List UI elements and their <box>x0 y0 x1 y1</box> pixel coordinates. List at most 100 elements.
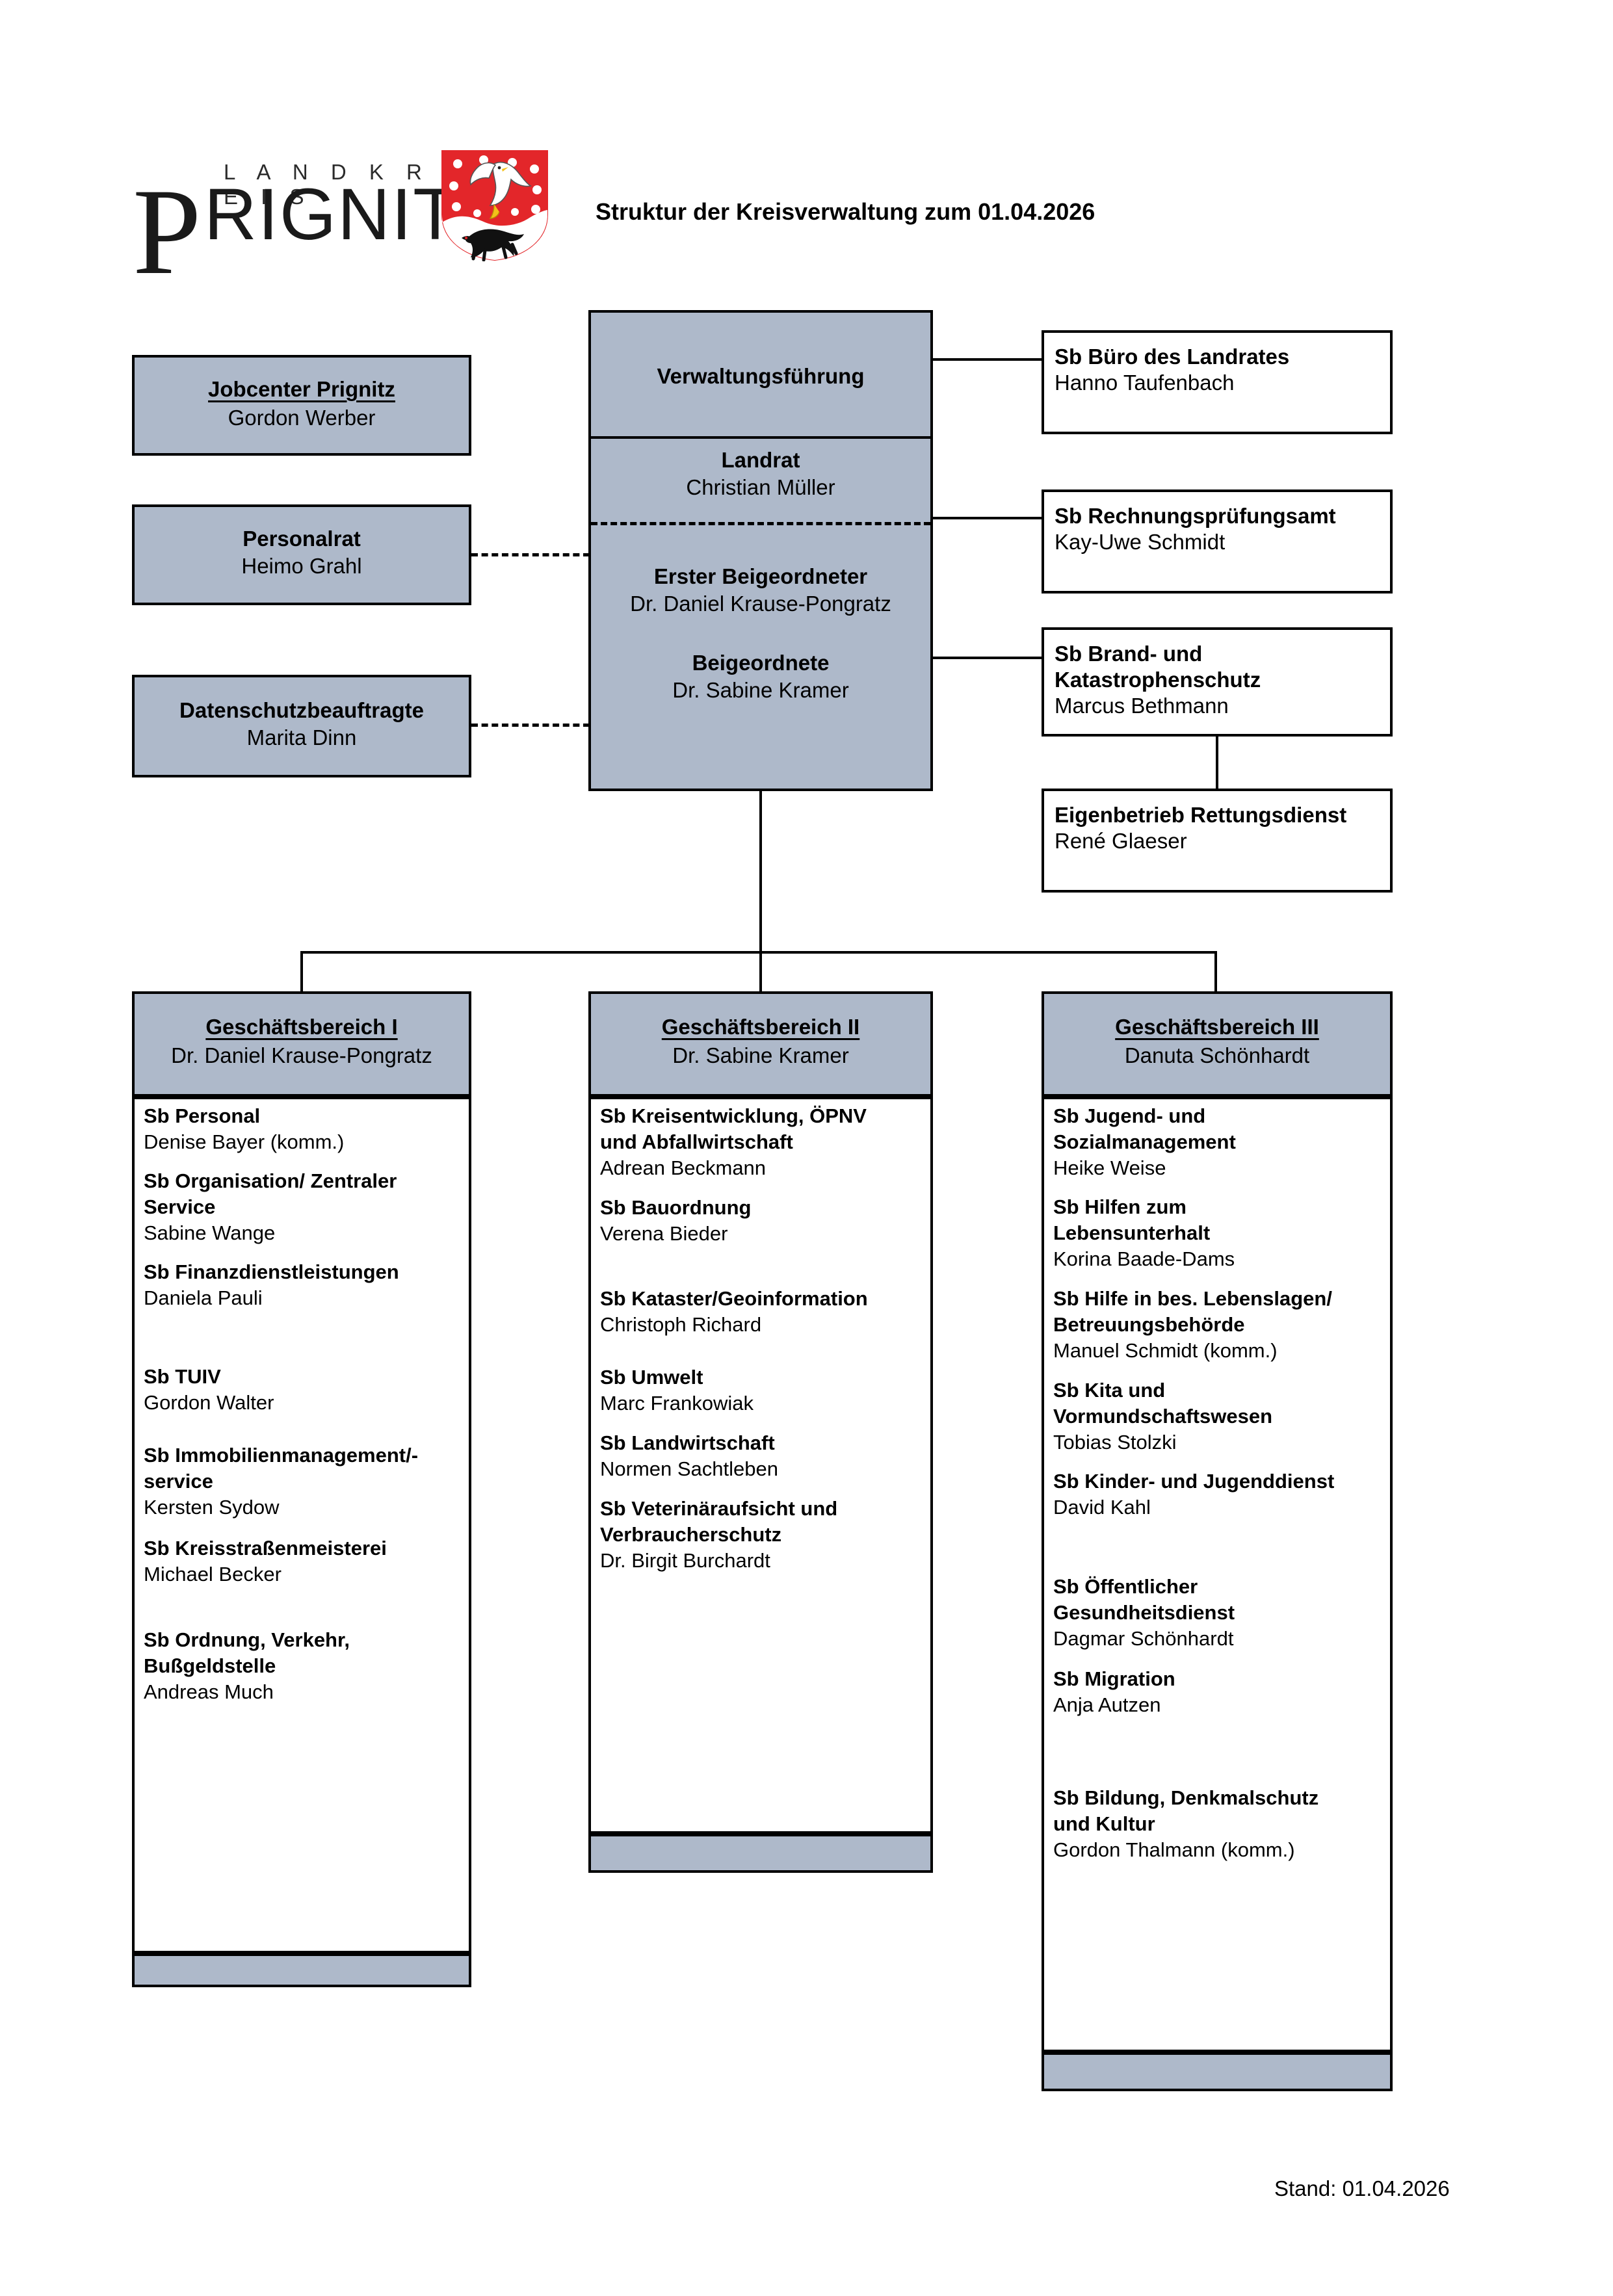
gb2-dep-4-title: Sb Landwirtschaft <box>600 1431 775 1454</box>
eigenbetrieb-title: Eigenbetrieb Rettungsdienst <box>1055 803 1347 827</box>
sb-brand-katastrophenschutz-box: Sb Brand- und Katastrophenschutz Marcus … <box>1042 627 1393 737</box>
geschaeftsbereich-iii-header: Geschäftsbereich III Danuta Schönhardt <box>1042 991 1393 1097</box>
gb3-dep-7-title1: Sb Bildung, Denkmalschutz <box>1053 1786 1319 1809</box>
page-title: Struktur der Kreisverwaltung zum 01.04.2… <box>596 198 1095 225</box>
gb1-dep-5-name: Michael Becker <box>144 1563 282 1585</box>
gb3-dep-3-title2: Vormundschaftswesen <box>1053 1405 1273 1428</box>
gb2-dep-3-name: Marc Frankowiak <box>600 1392 754 1415</box>
gb1-dep-0-name: Denise Bayer (komm.) <box>144 1130 345 1153</box>
stand-date: Stand: 01.04.2026 <box>1274 2176 1450 2200</box>
connector-personalrat-dashed <box>471 553 590 556</box>
gb2-dep-veterinaer: Sb Veterinäraufsicht und Verbraucherschu… <box>600 1496 924 1574</box>
gb1-dep-2-name: Daniela Pauli <box>144 1286 263 1309</box>
geschaeftsbereich-iii-footer <box>1042 2052 1393 2091</box>
center-entry-landrat: Landrat Christian Müller <box>591 447 930 501</box>
sb-brand-title-line1: Sb Brand- und <box>1055 642 1203 666</box>
geschaeftsbereich-ii-footer <box>588 1834 933 1873</box>
center-entry-beigeordnete: Beigeordnete Dr. Sabine Kramer <box>591 649 930 704</box>
gb2-dep-0-title2: und Abfallwirtschaft <box>600 1130 793 1153</box>
divider-solid <box>588 436 933 439</box>
prignitz-coat-of-arms-icon <box>441 150 548 261</box>
gb2-head-name-1: Dr. Sabine Kramer <box>672 1043 849 1067</box>
sb-buero-name: Hanno Taufenbach <box>1055 371 1235 395</box>
connector-brandschutz <box>932 657 1043 659</box>
connector-bus-to-gb1 <box>300 951 303 993</box>
gb1-dep-kreisstrassen: Sb Kreisstraßenmeisterei Michael Becker <box>144 1535 462 1587</box>
geschaeftsbereich-i-header: Geschäftsbereich I Dr. Daniel Krause-Pon… <box>132 991 471 1097</box>
connector-datenschutz-dashed <box>471 724 590 727</box>
connector-bus-to-gb2 <box>759 951 762 993</box>
geschaeftsbereich-iii-departments: Sb Jugend- und Sozialmanagement Heike We… <box>1042 1097 1393 2052</box>
gb3-dep-jugend-sozial: Sb Jugend- und Sozialmanagement Heike We… <box>1053 1103 1384 1181</box>
personalrat-title: Personalrat <box>243 527 361 551</box>
gb2-dep-1-name: Verena Bieder <box>600 1222 728 1245</box>
gb1-dep-6-name: Andreas Much <box>144 1680 274 1703</box>
connector-center-drop <box>759 790 762 954</box>
connector-buero <box>932 358 1043 361</box>
gb3-dep-2-title2: Betreuungsbehörde <box>1053 1313 1245 1336</box>
geschaeftsbereich-ii-header: Geschäftsbereich II Dr. Sabine Kramer Ch… <box>588 991 933 1122</box>
gb3-dep-7-name: Gordon Thalmann (komm.) <box>1053 1838 1295 1861</box>
gb1-dep-finanz: Sb Finanzdienstleistungen Daniela Pauli <box>144 1259 462 1311</box>
gb2-dep-0-title1: Sb Kreisentwicklung, ÖPNV <box>600 1104 867 1127</box>
gb3-dep-migration: Sb Migration Anja Autzen <box>1053 1666 1384 1718</box>
gb3-dep-1-name: Korina Baade-Dams <box>1053 1247 1235 1270</box>
gb3-dep-0-name: Heike Weise <box>1053 1156 1166 1179</box>
gb3-dep-5-title2: Gesundheitsdienst <box>1053 1601 1235 1624</box>
center-role-landrat: Landrat <box>721 448 800 472</box>
gb3-dep-0-title1: Sb Jugend- und <box>1053 1104 1206 1127</box>
gb1-dep-1-name: Sabine Wange <box>144 1221 276 1244</box>
geschaeftsbereich-i-footer <box>132 1953 471 1987</box>
gb2-dep-1-title: Sb Bauordnung <box>600 1196 752 1219</box>
gb3-dep-3-name: Tobias Stolzki <box>1053 1431 1177 1454</box>
jobcenter-name: Gordon Werber <box>228 406 376 430</box>
gb1-dep-3-title: Sb TUIV <box>144 1365 221 1388</box>
gb2-dep-4-name: Normen Sachtleben <box>600 1457 778 1480</box>
gb1-dep-4-name: Kersten Sydow <box>144 1496 280 1519</box>
gb2-dep-5-title2: Verbraucherschutz <box>600 1523 782 1546</box>
gb3-dep-kinder-jugenddienst: Sb Kinder- und Jugenddienst David Kahl <box>1053 1468 1384 1520</box>
gb3-dep-hilfe-lebenslagen: Sb Hilfe in bes. Lebenslagen/ Betreuungs… <box>1053 1286 1384 1364</box>
verwaltungsfuehrung-box: Verwaltungsführung Landrat Christian Mül… <box>588 310 933 791</box>
landkreis-prignitz-logo: P L A N D K R E I S RIGNITZ <box>127 148 583 294</box>
geschaeftsbereich-i-departments: Sb Personal Denise Bayer (komm.) Sb Orga… <box>132 1097 471 1953</box>
connector-rechnungspruefungsamt <box>932 517 1043 519</box>
gb1-dep-1-title1: Sb Organisation/ Zentraler <box>144 1169 397 1192</box>
gb3-dep-5-name: Dagmar Schönhardt <box>1053 1627 1234 1650</box>
geschaeftsbereich-ii-departments: Sb Kreisentwicklung, ÖPNV und Abfallwirt… <box>588 1097 933 1834</box>
eigenbetrieb-rettungsdienst-box: Eigenbetrieb Rettungsdienst René Glaeser <box>1042 789 1393 893</box>
connector-division-bus <box>300 951 1217 954</box>
gb3-dep-1-title2: Lebensunterhalt <box>1053 1221 1211 1244</box>
gb3-dep-4-title: Sb Kinder- und Jugenddienst <box>1053 1470 1335 1493</box>
gb1-title: Geschäftsbereich I <box>205 1015 398 1039</box>
gb1-dep-0-title: Sb Personal <box>144 1104 261 1127</box>
gb3-dep-1-title1: Sb Hilfen zum <box>1053 1195 1187 1218</box>
gb2-dep-5-title1: Sb Veterinäraufsicht und <box>600 1497 838 1520</box>
gb2-dep-2-title: Sb Kataster/Geoinformation <box>600 1287 868 1310</box>
datenschutzbeauftragte-name: Marita Dinn <box>246 725 357 750</box>
sb-brand-title-line2: Katastrophenschutz <box>1055 668 1261 692</box>
gb3-dep-2-name: Manuel Schmidt (komm.) <box>1053 1339 1278 1362</box>
gb2-dep-2-name: Christoph Richard <box>600 1313 762 1336</box>
center-role-beigeordnete: Beigeordnete <box>692 651 830 675</box>
gb3-dep-2-title1: Sb Hilfe in bes. Lebenslagen/ <box>1053 1287 1332 1310</box>
gb2-dep-5-name: Dr. Birgit Burchardt <box>600 1549 770 1572</box>
sb-rechnungspruefungsamt-box: Sb Rechnungsprüfungsamt Kay-Uwe Schmidt <box>1042 489 1393 594</box>
logo-wordmark: P L A N D K R E I S RIGNITZ <box>127 148 503 294</box>
gb1-head-name: Dr. Daniel Krause-Pongratz <box>171 1043 432 1067</box>
center-name-landrat: Christian Müller <box>686 475 835 499</box>
gb1-dep-4-title1: Sb Immobilienmanagement/- <box>144 1444 419 1467</box>
datenschutzbeauftragte-title: Datenschutzbeauftragte <box>179 698 424 722</box>
gb2-dep-landwirtschaft: Sb Landwirtschaft Normen Sachtleben <box>600 1430 924 1482</box>
gb2-dep-bauordnung: Sb Bauordnung Verena Bieder <box>600 1195 924 1247</box>
eigenbetrieb-name: René Glaeser <box>1055 829 1187 853</box>
datenschutzbeauftragte-box: Datenschutzbeauftragte Marita Dinn <box>132 675 471 777</box>
gb3-dep-bildung-denkmalschutz: Sb Bildung, Denkmalschutz und Kultur Gor… <box>1053 1785 1384 1863</box>
sb-buero-title: Sb Büro des Landrates <box>1055 345 1290 369</box>
center-entry-erster-beigeordneter: Erster Beigeordneter Dr. Daniel Krause-P… <box>591 563 930 618</box>
sb-rechnungspruefungsamt-name: Kay-Uwe Schmidt <box>1055 530 1226 554</box>
gb1-dep-immobilien: Sb Immobilienmanagement/- service Kerste… <box>144 1442 462 1520</box>
gb2-dep-3-title: Sb Umwelt <box>600 1366 703 1389</box>
personalrat-name: Heimo Grahl <box>241 554 362 578</box>
